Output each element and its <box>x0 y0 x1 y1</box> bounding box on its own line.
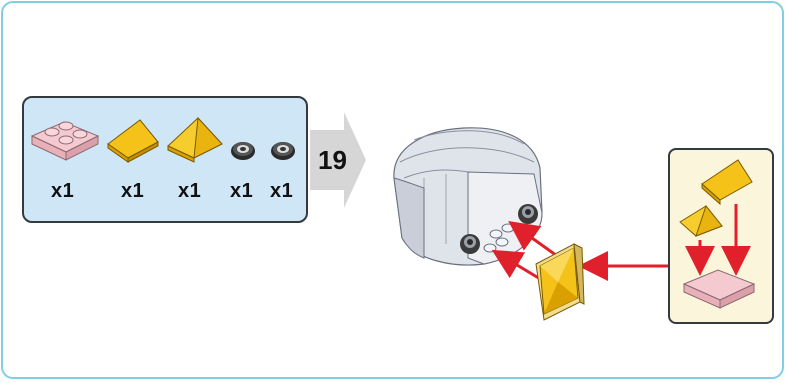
subassembly-diagram <box>679 159 756 309</box>
pink-2x2-plate-icon <box>30 121 100 161</box>
yellow-slope-icon <box>107 119 159 163</box>
parts-list-panel <box>22 96 308 223</box>
part-qty: x1 <box>51 180 75 202</box>
subassembly-piece-icon <box>535 243 585 321</box>
part-qty: x1 <box>121 180 145 202</box>
part-qty: x1 <box>230 180 254 202</box>
black-round-eye-icon <box>271 142 295 160</box>
assembly-arrows-icon <box>491 221 668 282</box>
part-qty: x1 <box>270 180 294 202</box>
part-qty: x1 <box>178 180 202 202</box>
step-arrow-icon <box>310 112 366 208</box>
yellow-pyramid-slope-icon <box>167 116 223 163</box>
black-round-eye-icon <box>231 142 255 160</box>
step-number: 19 <box>318 145 347 175</box>
